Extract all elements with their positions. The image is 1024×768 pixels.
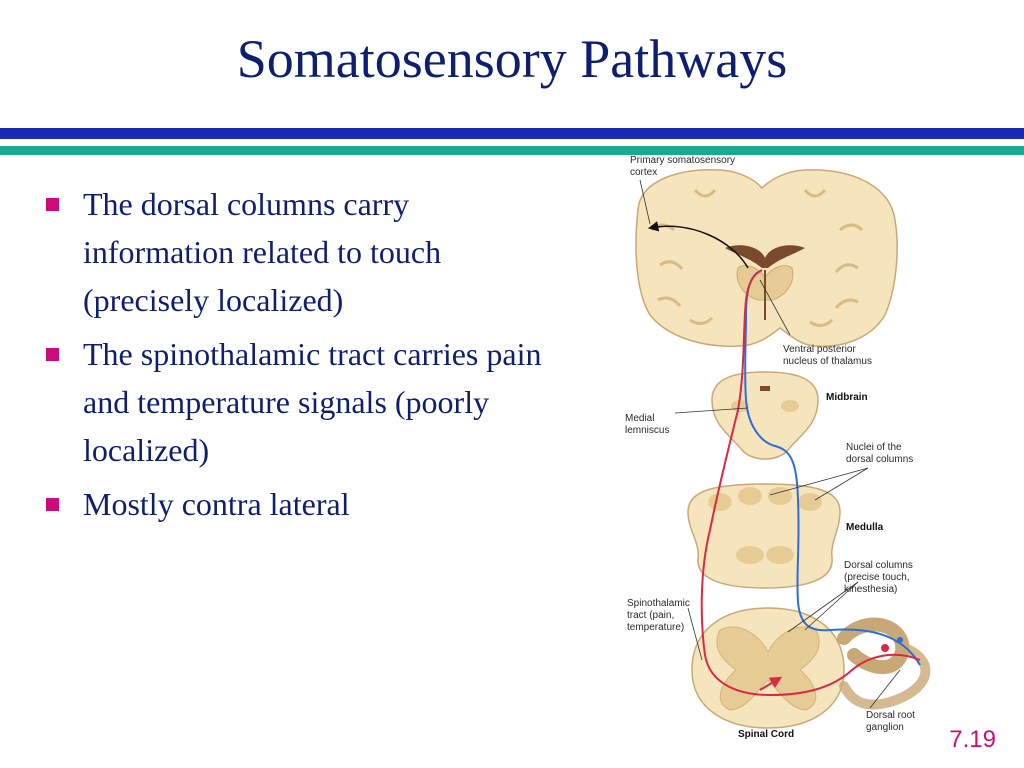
- spinal-cord-section: [691, 607, 931, 729]
- label-nuclei-line2: dorsal columns: [846, 454, 913, 465]
- bullet-item: The spinothalamic tract carries pain and…: [44, 330, 564, 474]
- label-spinothalamic-line2: tract (pain,: [627, 610, 674, 621]
- title-divider-teal: [0, 146, 1024, 155]
- bullet-text: Mostly contra lateral: [83, 486, 350, 522]
- bullet-list: The dorsal columns carry information rel…: [44, 180, 564, 534]
- slide-title: Somatosensory Pathways: [236, 29, 788, 89]
- bullet-item: The dorsal columns carry information rel…: [44, 180, 564, 324]
- bullet-square-icon: [46, 198, 59, 211]
- label-spinothalamic-line3: temperature): [627, 622, 684, 633]
- somatosensory-pathway-diagram: Primary somatosensory cortex Ventral pos…: [625, 155, 931, 740]
- touch-neuron-dot: [897, 637, 903, 643]
- label-thalamus-line2: nucleus of thalamus: [783, 356, 872, 367]
- label-dorsal-columns-line1: Dorsal columns: [844, 560, 913, 571]
- bullet-text: The spinothalamic tract carries pain and…: [83, 336, 542, 468]
- thalamocortical-arrow: [647, 221, 749, 269]
- label-nuclei-line1: Nuclei of the: [846, 442, 902, 453]
- label-drg-line2: ganglion: [866, 722, 904, 733]
- dorsal-column-pathway: [744, 271, 921, 666]
- label-thalamus-line1: Ventral posterior: [783, 344, 856, 355]
- midbrain-outline: [711, 371, 819, 460]
- label-cortex-line1: Primary somatosensory: [630, 155, 735, 166]
- brain-gyri: [650, 188, 864, 327]
- bullet-item: Mostly contra lateral: [44, 480, 564, 528]
- slide-number: 7.19: [949, 726, 996, 753]
- label-drg-line1: Dorsal root: [866, 710, 915, 721]
- label-dorsal-columns-line3: kinesthesia): [844, 584, 897, 595]
- brain-section: [635, 169, 898, 348]
- label-cortex-line2: cortex: [630, 167, 657, 178]
- pain-neuron-dot: [881, 644, 889, 652]
- leader-lines: [639, 179, 901, 709]
- title-divider-blue: [0, 128, 1024, 139]
- label-lemniscus-line2: lemniscus: [625, 425, 669, 436]
- dorsal-root-ganglion: [837, 617, 910, 674]
- bullet-square-icon: [46, 348, 59, 361]
- bullet-text: The dorsal columns carry information rel…: [83, 186, 442, 318]
- label-spinothalamic-line1: Spinothalamic: [627, 598, 690, 609]
- label-medulla: Medulla: [846, 522, 884, 533]
- dorsal-root: [839, 641, 931, 710]
- label-lemniscus-line1: Medial: [625, 413, 654, 424]
- spinothalamic-pathway: [700, 269, 921, 697]
- label-midbrain: Midbrain: [826, 392, 868, 403]
- lateral-ventricles: [725, 245, 805, 268]
- medulla-section: [687, 483, 841, 589]
- label-dorsal-columns-line2: (precise touch,: [844, 572, 910, 583]
- label-spinal-cord: Spinal Cord: [738, 729, 794, 740]
- midbrain-section: [711, 371, 819, 460]
- medulla-outline: [687, 483, 841, 589]
- bullet-square-icon: [46, 498, 59, 511]
